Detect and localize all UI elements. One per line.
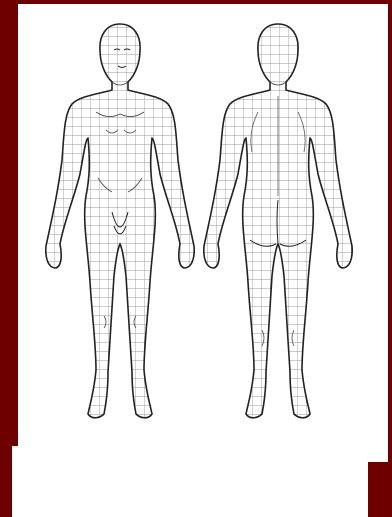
front-view: [46, 24, 194, 418]
back-view: [204, 24, 352, 418]
